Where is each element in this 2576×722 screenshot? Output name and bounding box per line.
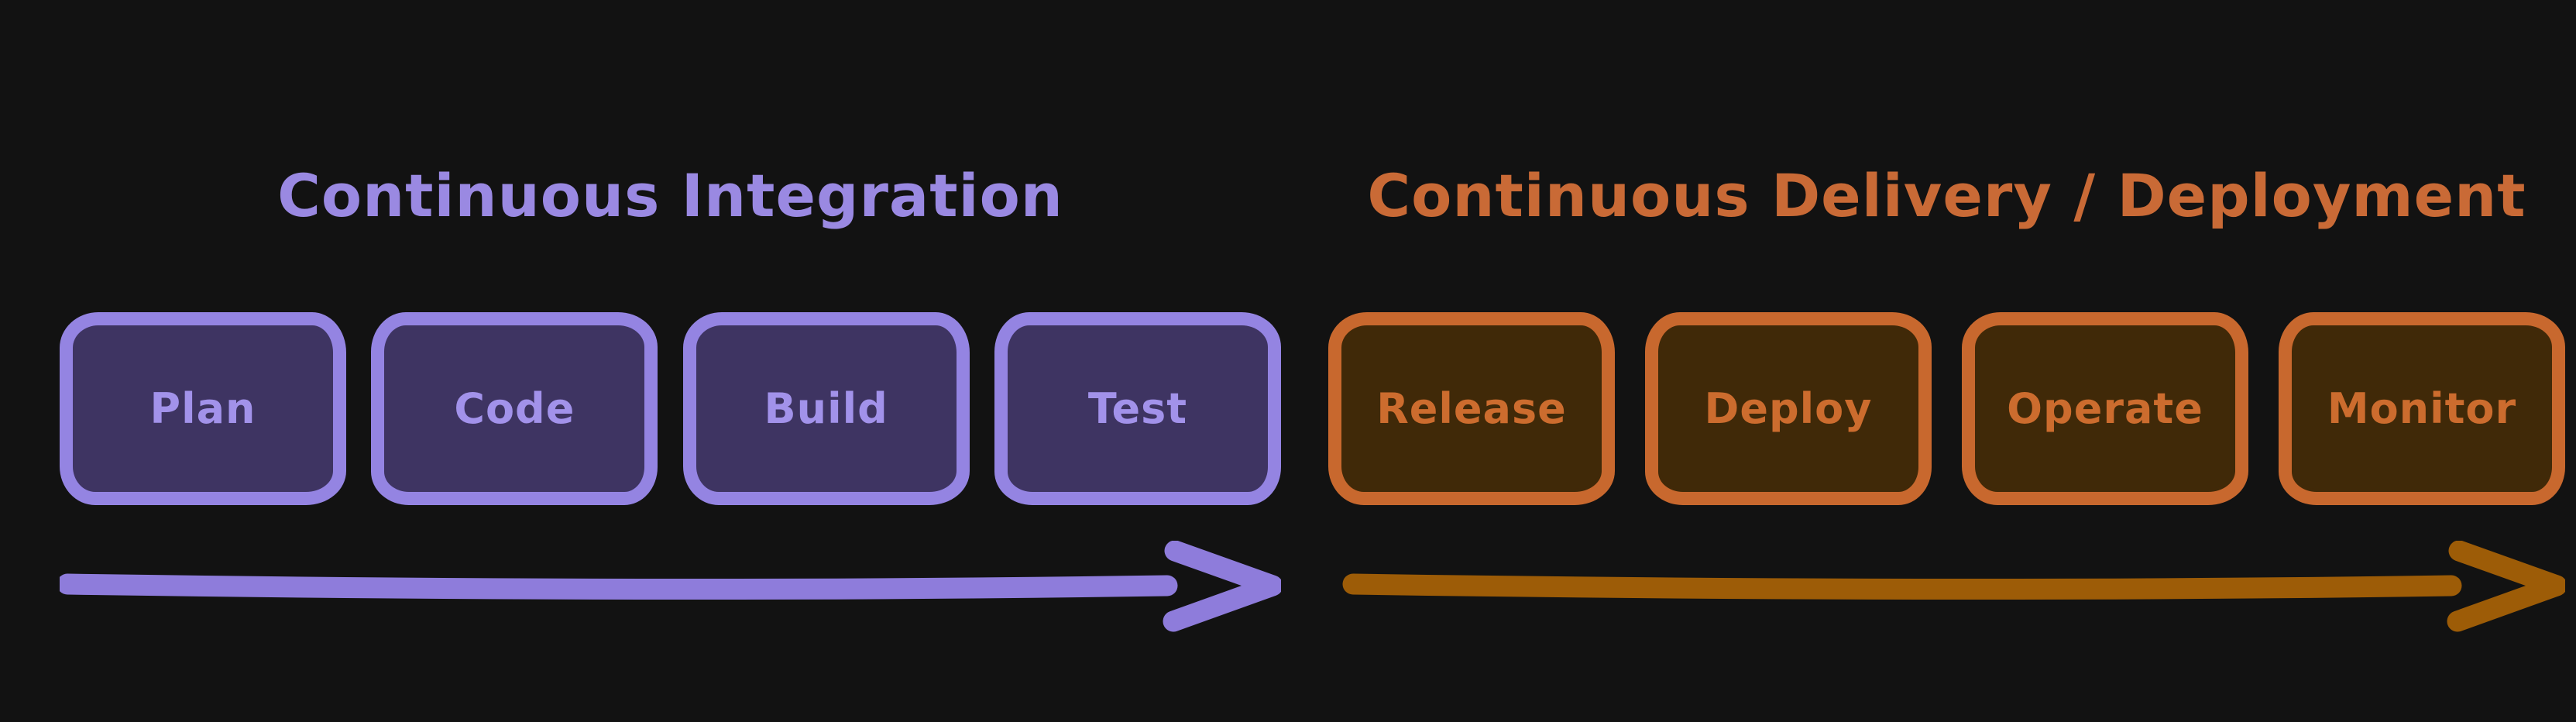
stage-box: Test <box>994 312 1281 505</box>
stage-label: Code <box>454 384 575 433</box>
stage-label: Release <box>1376 384 1567 433</box>
stage-box: Deploy <box>1645 312 1932 505</box>
flow-arrow-right-icon <box>1342 541 2565 632</box>
stage-row: Plan Code Build Test <box>60 312 1281 505</box>
section-continuous-integration: Continuous Integration Plan Code Build T… <box>60 0 1281 722</box>
stage-label: Test <box>1087 384 1188 433</box>
stage-label: Plan <box>149 384 256 433</box>
stage-box: Monitor <box>2279 312 2565 505</box>
stage-label: Deploy <box>1704 384 1873 433</box>
section-title: Continuous Integration <box>277 161 1063 230</box>
stage-box: Operate <box>1962 312 2248 505</box>
stage-box: Code <box>371 312 658 505</box>
stage-label: Operate <box>2007 384 2203 433</box>
stage-box: Plan <box>60 312 346 505</box>
flow-arrow-right-icon <box>60 541 1281 632</box>
stage-box: Release <box>1328 312 1615 505</box>
section-continuous-delivery-deployment: Continuous Delivery / Deployment Release… <box>1328 0 2565 722</box>
section-title: Continuous Delivery / Deployment <box>1367 161 2526 230</box>
stage-row: Release Deploy Operate Monitor <box>1328 312 2565 505</box>
stage-label: Build <box>764 384 888 433</box>
stage-box: Build <box>682 312 970 505</box>
stage-label: Monitor <box>2327 384 2517 433</box>
